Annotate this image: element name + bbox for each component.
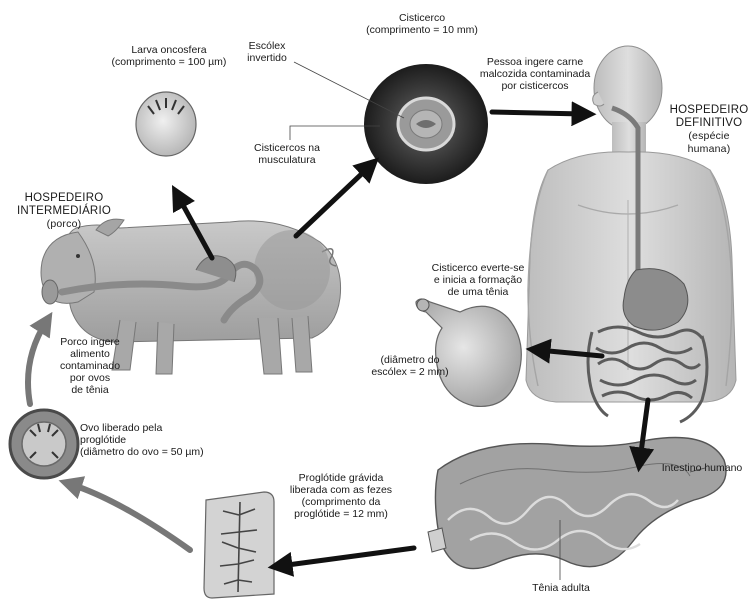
arrow-proglottid-to-egg: [70, 484, 190, 550]
intestino-line-1: Intestino humano: [652, 462, 752, 474]
label-tenia-adulta: Tênia adulta: [516, 582, 606, 594]
intermediario-line-3: (porco): [4, 218, 124, 231]
pessoa-line-2: malcozida contaminada: [470, 68, 600, 80]
musculatura-line-2: musculatura: [232, 154, 342, 166]
label-intestino-humano: Intestino humano: [652, 462, 752, 474]
porco-line-4: por ovos: [40, 372, 140, 384]
scolex-everting-illustration: [416, 299, 521, 406]
proglotide-line-2: liberada com as fezes: [276, 484, 406, 496]
definitivo-line-1: HOSPEDEIRO: [664, 104, 754, 117]
tenia-line-1: Tênia adulta: [516, 582, 606, 594]
label-hospedeiro-intermediario: HOSPEDEIRO INTERMEDIÁRIO (porco): [4, 192, 124, 231]
definitivo-line-2: DEFINITIVO: [664, 117, 754, 130]
label-cisticerco: Cisticerco (comprimento = 10 mm): [352, 12, 492, 36]
diametro-escolex-line-2: escólex = 2 mm): [362, 366, 458, 378]
label-diametro-escolex: (diâmetro do escólex = 2 mm): [362, 354, 458, 378]
porco-line-2: alimento: [40, 348, 140, 360]
larva-line-1: Larva oncosfera: [104, 44, 234, 56]
label-hospedeiro-definitivo: HOSPEDEIRO DEFINITIVO (espécie humana): [664, 104, 754, 156]
cisticerco-line-1: Cisticerco: [352, 12, 492, 24]
label-larva-oncosfera: Larva oncosfera (comprimento = 100 µm): [104, 44, 234, 68]
ovo-line-3: (diâmetro do ovo = 50 µm): [80, 446, 250, 458]
label-cisticercos-musculatura: Cisticercos na musculatura: [232, 142, 342, 166]
proglottid-illustration: [204, 492, 274, 598]
everte-line-3: de uma tênia: [418, 286, 538, 298]
ovo-line-1: Ovo liberado pela: [80, 422, 250, 434]
porco-line-1: Porco ingere: [40, 336, 140, 348]
proglotide-line-3: (comprimento da: [276, 496, 406, 508]
cisticerco-line-2: (comprimento = 10 mm): [352, 24, 492, 36]
label-cisticerco-everte: Cisticerco everte-se e inicia a formação…: [418, 262, 538, 298]
escolex-line-1: Escólex: [232, 40, 302, 52]
egg-illustration: [10, 410, 78, 478]
porco-line-5: de tênia: [40, 384, 140, 396]
arrow-to-proglottid: [280, 548, 414, 566]
label-proglotide: Proglótide grávida liberada com as fezes…: [276, 472, 406, 520]
everte-line-2: e inicia a formação: [418, 274, 538, 286]
proglotide-line-1: Proglótide grávida: [276, 472, 406, 484]
larva-line-2: (comprimento = 100 µm): [104, 56, 234, 68]
label-pessoa-ingere: Pessoa ingere carne malcozida contaminad…: [470, 56, 600, 92]
musculatura-line-1: Cisticercos na: [232, 142, 342, 154]
larva-oncosfera-illustration: [136, 92, 196, 156]
diametro-escolex-line-1: (diâmetro do: [362, 354, 458, 366]
proglotide-line-4: proglótide = 12 mm): [276, 508, 406, 520]
pessoa-line-3: por cisticercos: [470, 80, 600, 92]
arrow-muscle-to-cysticercus: [296, 166, 370, 236]
label-ovo-liberado: Ovo liberado pela proglótide (diâmetro d…: [80, 422, 250, 458]
pessoa-line-1: Pessoa ingere carne: [470, 56, 600, 68]
intestine-with-tapeworm-illustration: [428, 438, 726, 569]
label-escolex-invertido: Escólex invertido: [232, 40, 302, 64]
definitivo-line-3: (espécie: [664, 130, 754, 143]
intermediario-line-1: HOSPEDEIRO: [4, 192, 124, 205]
everte-line-1: Cisticerco everte-se: [418, 262, 538, 274]
ovo-line-2: proglótide: [80, 434, 250, 446]
intermediario-line-2: INTERMEDIÁRIO: [4, 205, 124, 218]
definitivo-line-4: humana): [664, 143, 754, 156]
porco-line-3: contaminado: [40, 360, 140, 372]
arrow-cysticercus-to-human: [492, 112, 584, 114]
escolex-line-2: invertido: [232, 52, 302, 64]
human-body-illustration: [526, 46, 736, 422]
label-porco-ingere: Porco ingere alimento contaminado por ov…: [40, 336, 140, 396]
